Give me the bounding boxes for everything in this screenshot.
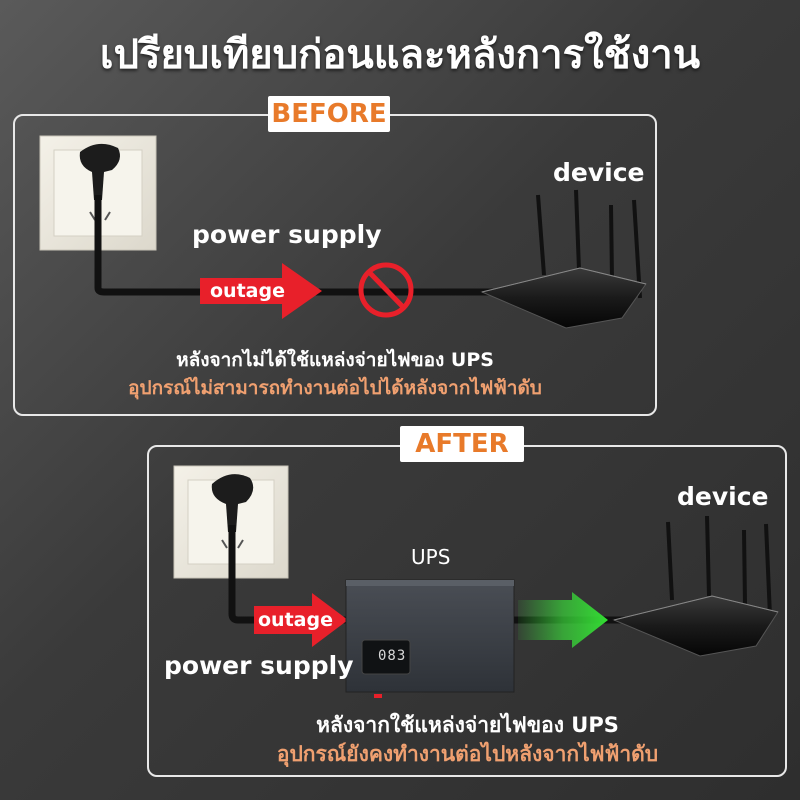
after-power-supply-label: power supply	[164, 651, 354, 680]
after-caption-line2: อุปกรณ์ยังคงทำงานต่อไปหลังจากไฟฟ้าดับ	[276, 742, 659, 766]
before-caption-line1: หลังจากไม่ได้ใช้แหล่งจ่ายไฟของ UPS	[176, 349, 494, 371]
after-device-label: device	[677, 482, 769, 511]
after-caption-line1: หลังจากใช้แหล่งจ่ายไฟของ UPS	[316, 713, 619, 737]
after-router-icon	[612, 515, 779, 657]
after-outage-arrow	[254, 593, 348, 647]
page-title: เปรียบเทียบก่อนและหลังการใช้งาน	[99, 32, 701, 78]
ups-display-readout: 083	[378, 648, 407, 664]
before-outage-label: outage	[210, 280, 285, 302]
after-tag: AFTER	[400, 426, 524, 462]
prohibition-icon	[358, 262, 414, 318]
before-tag: BEFORE	[268, 96, 390, 132]
flow-arrow	[518, 592, 608, 648]
ups-label: UPS	[411, 545, 451, 569]
before-plug	[79, 143, 120, 200]
ups-unit	[345, 579, 515, 698]
before-power-supply-label: power supply	[192, 220, 382, 249]
before-device-label: device	[553, 158, 645, 187]
after-outage-label: outage	[258, 609, 333, 631]
before-outage-arrow	[200, 263, 322, 319]
before-router-icon	[480, 189, 647, 329]
after-cable-in	[228, 525, 350, 624]
before-cable	[94, 195, 520, 296]
before-caption-line2: อุปกรณ์ไม่สามารถทำงานต่อไปได้หลังจากไฟฟ้…	[128, 377, 542, 399]
